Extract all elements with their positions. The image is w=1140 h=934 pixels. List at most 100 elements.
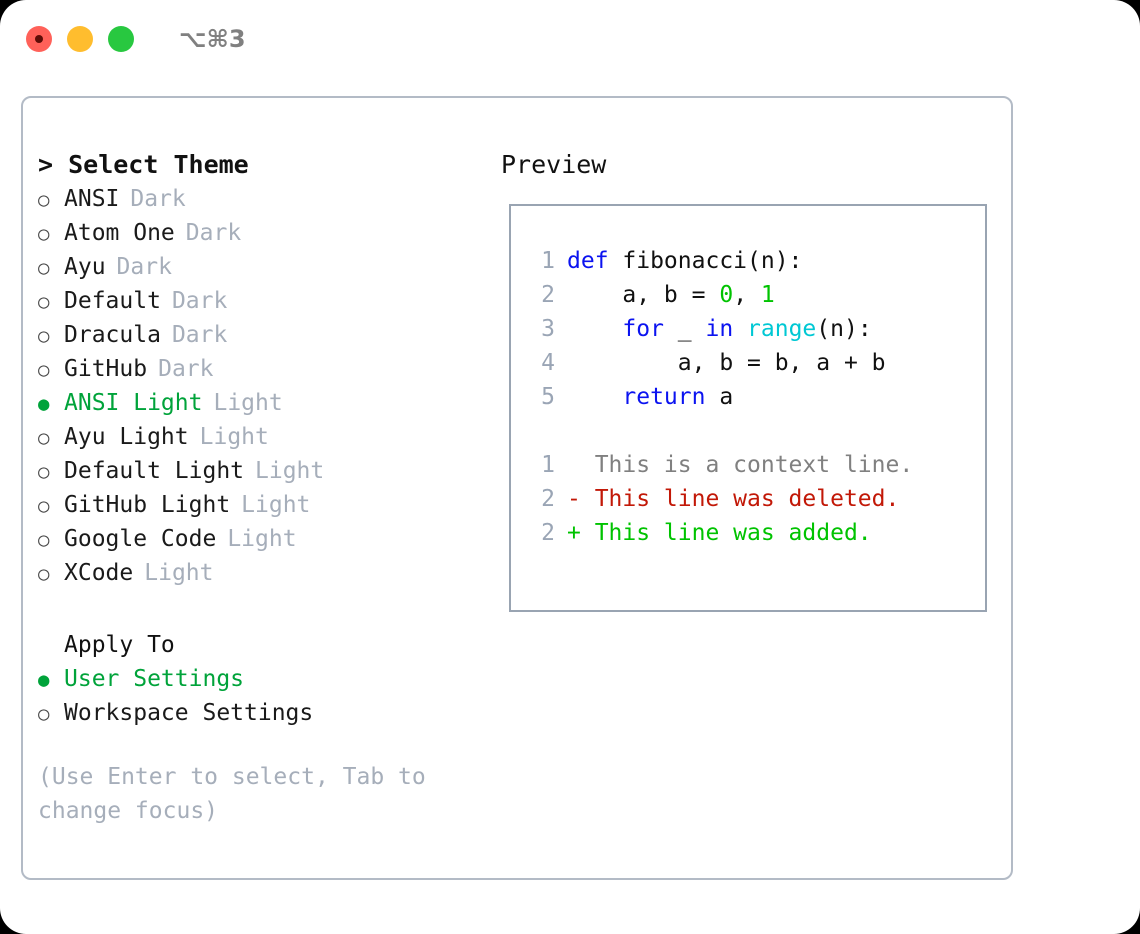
diff-line: 2 - This line was deleted. <box>519 482 985 516</box>
line-number: 1 <box>541 248 555 274</box>
hint-spacer <box>38 730 491 760</box>
theme-option-label: XCode <box>64 560 134 586</box>
apply-option-label: User Settings <box>64 666 245 692</box>
radio-unselected-icon: ○ <box>38 223 50 245</box>
maximize-button[interactable] <box>108 26 134 52</box>
line-number: 1 <box>541 452 555 478</box>
theme-option-label: Ayu <box>64 254 106 280</box>
theme-option-kind: Light <box>213 390 283 416</box>
apply-option-label: Workspace Settings <box>64 700 314 726</box>
page-title: > Select Theme <box>38 150 249 179</box>
theme-option-kind: Dark <box>130 186 186 212</box>
keyboard-hint-text: (Use Enter to select, Tab to change focu… <box>38 764 440 824</box>
window-titlebar: ⌥⌘3 <box>0 0 1140 78</box>
code-token-id: a <box>705 384 734 410</box>
keyboard-shortcut-label: ⌥⌘3 <box>179 25 246 53</box>
code-token-kw: for <box>622 316 664 342</box>
section-spacer <box>38 590 491 628</box>
line-number: 5 <box>541 384 555 410</box>
diff-line: 1 This is a context line. <box>519 448 985 482</box>
code-token-id: , <box>733 282 761 308</box>
theme-option-label: Default <box>64 288 161 314</box>
theme-option-kind: Dark <box>171 288 228 314</box>
line-number: 2 <box>541 520 555 546</box>
radio-selected-icon: ● <box>38 393 50 415</box>
code-token-num: 0 <box>719 282 734 308</box>
theme-option-kind: Light <box>241 492 311 518</box>
code-line: 4 a, b = b, a + b <box>519 346 985 380</box>
diff-line: 2 + This line was added. <box>519 516 985 550</box>
code-token-id: a, b = <box>567 282 720 308</box>
code-line-text: a, b = b, a + b <box>567 346 886 380</box>
theme-option-label: Default Light <box>64 458 245 484</box>
code-line: 2 a, b = 0, 1 <box>519 278 985 312</box>
radio-unselected-icon: ○ <box>38 529 50 551</box>
minimize-button[interactable] <box>67 26 93 52</box>
code-line-text: return a <box>567 380 733 414</box>
preview-heading: Preview <box>501 150 607 179</box>
diff-sample: 1 This is a context line. 2 - This line wa… <box>519 448 985 550</box>
code-token-id: a, b = b, a + b <box>567 350 886 376</box>
theme-option-label: Google Code <box>64 526 217 552</box>
theme-option-label: Atom One <box>64 220 175 246</box>
theme-option-kind: Dark <box>158 356 214 382</box>
theme-option-atom-one[interactable]: ○ Atom One Dark <box>38 216 491 250</box>
theme-option-default-light[interactable]: ○ Default Light Light <box>38 454 491 488</box>
diff-line-text-ctx: This is a context line. <box>567 452 914 478</box>
line-number: 3 <box>541 316 555 342</box>
diff-line-text-add: + This line was added. <box>567 520 872 546</box>
theme-option-xcode[interactable]: ○ XCode Light <box>38 556 491 590</box>
theme-option-kind: Dark <box>185 220 242 246</box>
theme-option-label: ANSI <box>64 186 120 212</box>
apply-to-heading: Apply To <box>64 632 175 658</box>
close-button[interactable] <box>26 26 52 52</box>
code-line-text: def fibonacci(n): <box>567 244 802 278</box>
code-token-kw: def <box>567 248 609 274</box>
code-token-id <box>567 316 622 342</box>
diff-line-text-del: - This line was deleted. <box>567 486 900 512</box>
theme-option-google-code[interactable]: ○ Google Code Light <box>38 522 491 556</box>
code-token-id: fibonacci(n): <box>608 248 803 274</box>
code-token-num: 1 <box>760 282 775 308</box>
line-number: 2 <box>541 486 555 512</box>
radio-unselected-icon: ○ <box>38 427 50 449</box>
theme-option-kind: Dark <box>171 322 228 348</box>
radio-unselected-icon: ○ <box>38 461 50 483</box>
theme-option-kind: Light <box>255 458 325 484</box>
code-token-fn: range <box>747 316 817 342</box>
line-number: 4 <box>541 350 555 376</box>
theme-option-kind: Dark <box>116 254 172 280</box>
theme-option-kind: Light <box>144 560 214 586</box>
theme-option-kind: Light <box>199 424 269 450</box>
code-line: 3 for _ in range(n): <box>519 312 985 346</box>
theme-option-ayu-light[interactable]: ○ Ayu Light Light <box>38 420 491 454</box>
theme-option-kind: Light <box>227 526 297 552</box>
code-token-kw: in <box>705 316 734 342</box>
apply-to-list[interactable]: ● User Settings ○ Workspace Settings <box>38 662 491 730</box>
theme-option-label: Ayu Light <box>64 424 189 450</box>
apply-option-workspace-settings[interactable]: ○ Workspace Settings <box>38 696 491 730</box>
apply-option-user-settings[interactable]: ● User Settings <box>38 662 491 696</box>
radio-unselected-icon: ○ <box>38 563 50 585</box>
theme-option-label: GitHub <box>64 356 148 382</box>
radio-unselected-icon: ○ <box>38 495 50 517</box>
code-line-text: a, b = 0, 1 <box>567 278 775 312</box>
radio-unselected-icon: ○ <box>38 703 50 725</box>
radio-selected-icon: ● <box>38 669 50 691</box>
code-token-id <box>733 316 747 342</box>
